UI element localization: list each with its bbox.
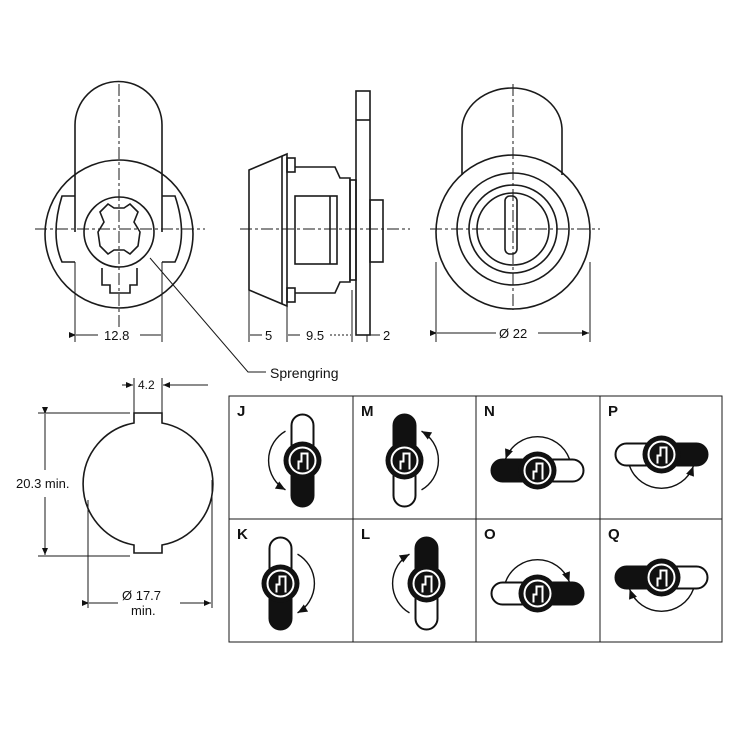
rotation-arrow-icon (421, 430, 440, 491)
dim-cutout-height: 20.3 min. (16, 476, 69, 491)
rotation-arrow-icon (267, 430, 286, 491)
cam-cell-k: K (237, 526, 316, 631)
dim-outer-diameter: Ø 22 (499, 326, 527, 341)
keyway-icon (532, 462, 544, 480)
face-view: Ø 22 (430, 84, 600, 342)
cam-label: N (484, 403, 495, 420)
rotation-arrow-icon (504, 435, 571, 460)
cam-cell-o: O (484, 526, 585, 613)
dim-plate: 2 (383, 328, 390, 343)
rotation-arrow-icon (628, 588, 695, 613)
panel-cutout: 4.2 20.3 min. Ø 17.7 min. (16, 378, 214, 618)
rotation-arrow-icon (504, 558, 571, 583)
dim-front-width: 12.8 (104, 328, 129, 343)
cam-icon (490, 558, 585, 613)
cam-icon (614, 558, 709, 613)
keyway-icon (297, 452, 309, 470)
cam-icon (614, 435, 709, 490)
keyway-icon (656, 446, 668, 464)
keyway-icon (275, 575, 287, 593)
rotation-arrow-icon (628, 465, 695, 490)
cam-label: L (361, 526, 370, 543)
keyway-icon (656, 569, 668, 587)
keyway-icon (399, 452, 411, 470)
cam-label: M (361, 403, 374, 420)
cam-cell-m: M (361, 403, 440, 508)
dim-tab-width: 4.2 (138, 378, 155, 392)
keyway-icon (532, 585, 544, 603)
cam-label: P (608, 403, 618, 420)
cam-cell-n: N (484, 403, 585, 490)
cam-label: J (237, 403, 245, 420)
dim-body: 9.5 (306, 328, 324, 343)
side-view: 5 9.5 2 (240, 90, 410, 343)
dim-cutout-min: min. (131, 603, 156, 618)
cam-label: K (237, 526, 248, 543)
cam-cell-j: J (237, 403, 322, 508)
cam-icon (385, 413, 440, 508)
cam-cell-p: P (608, 403, 709, 490)
rotation-arrow-icon (297, 553, 316, 614)
cam-icon (267, 413, 322, 508)
cam-label: O (484, 526, 496, 543)
cam-icon (490, 435, 585, 490)
rotation-arrow-icon (391, 553, 410, 614)
keyway-icon (421, 575, 433, 593)
cam-cell-q: Q (608, 526, 709, 613)
callout-label: Sprengring (270, 365, 339, 381)
dim-flange: 5 (265, 328, 272, 343)
cam-label: Q (608, 526, 620, 543)
cam-icon (391, 536, 446, 631)
cam-cell-l: L (361, 526, 446, 631)
front-view: 12.8 (35, 80, 205, 343)
dim-cutout-diameter: Ø 17.7 (122, 588, 161, 603)
cam-icon (261, 536, 316, 631)
sprengring-callout: Sprengring (149, 257, 339, 381)
cam-position-grid: J M N P K L O Q (228, 395, 723, 643)
